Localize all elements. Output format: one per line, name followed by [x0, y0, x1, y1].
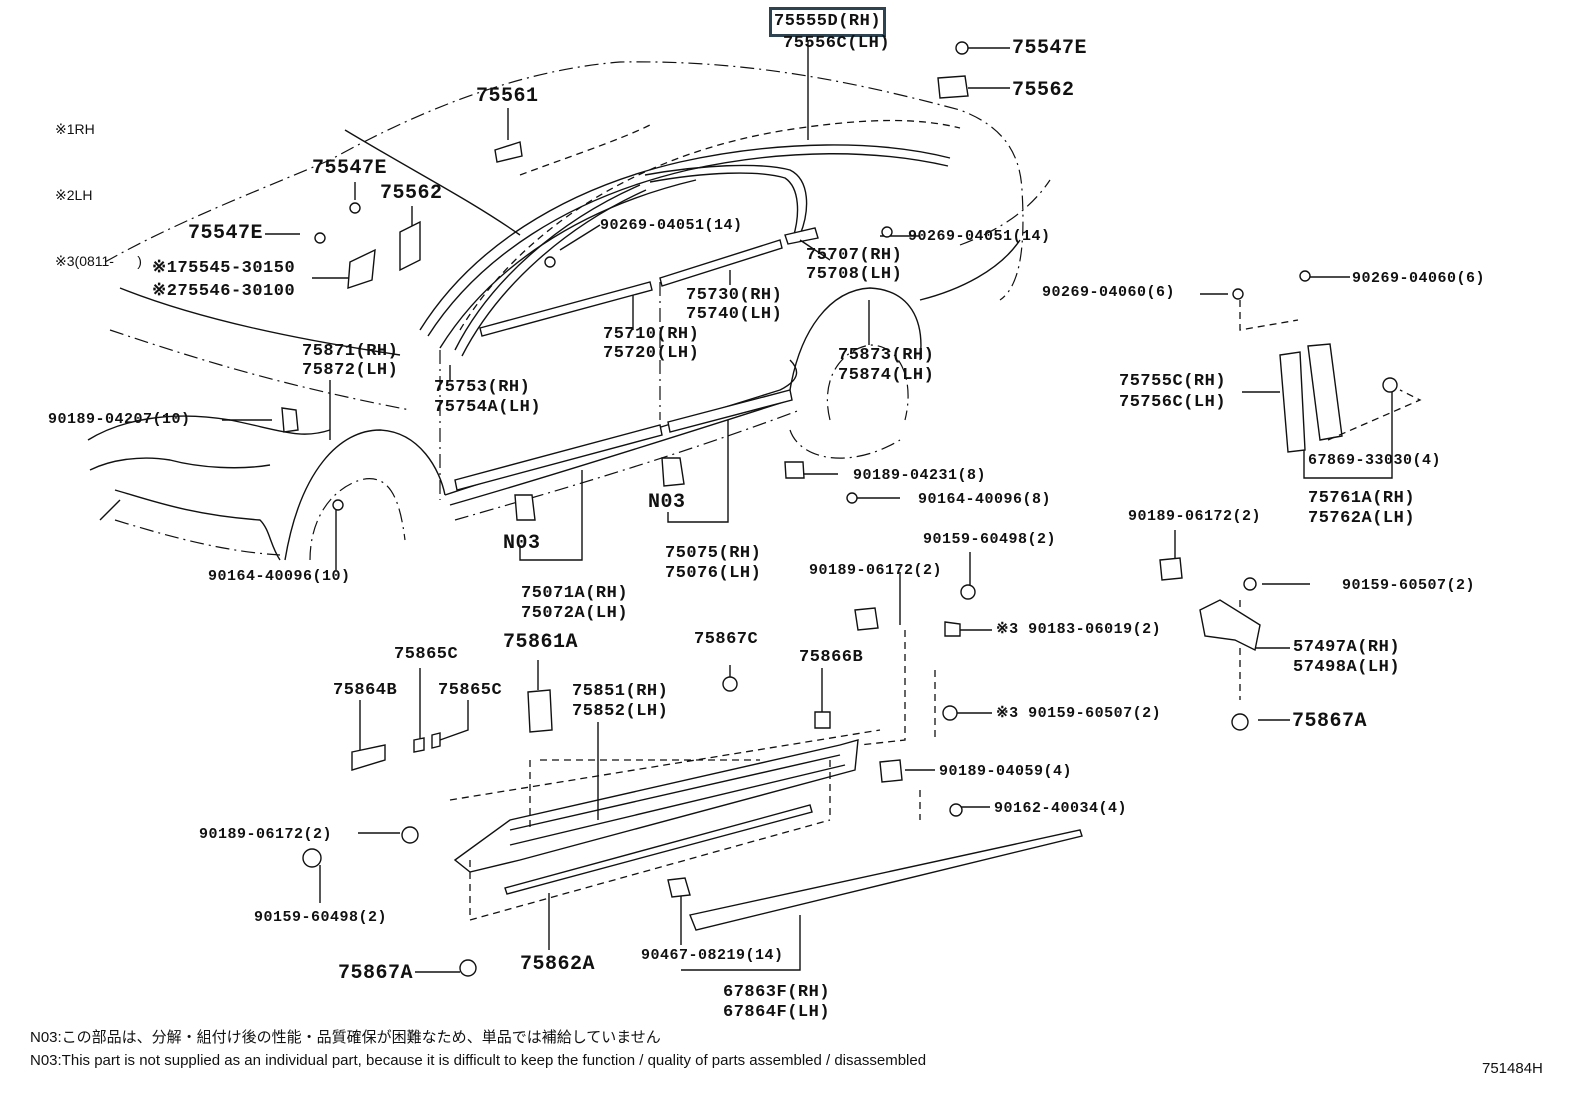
part-label-75867C[interactable]: 75867C: [694, 630, 759, 649]
part-label-90183-06019[interactable]: ※3 90183-06019(2): [996, 621, 1162, 638]
part-label-67863F[interactable]: 67863F(RH): [723, 983, 831, 1002]
part-label-75562-mid[interactable]: 75562: [380, 182, 443, 205]
fasteners-upper: [281, 41, 1422, 521]
part-label-90269-04060-a[interactable]: 90269-04060(6): [1042, 284, 1176, 301]
part-label-75753[interactable]: 75753(RH): [434, 378, 531, 397]
part-label-75555D[interactable]: 75555D(RH): [768, 7, 887, 37]
part-label-57497A[interactable]: 57497A(RH): [1293, 638, 1401, 657]
part-label-75851[interactable]: 75851(RH): [572, 682, 669, 701]
figure-id: 751484H: [1482, 1060, 1543, 1077]
part-label-90189-04231[interactable]: 90189-04231(8): [853, 467, 987, 484]
rocker-panel-assembly: [449, 600, 1241, 931]
part-label-90269-04051-b[interactable]: 90269-04051(14): [908, 228, 1051, 245]
part-label-90189-04059[interactable]: 90189-04059(4): [939, 763, 1073, 780]
part-label-90162-40034[interactable]: 90162-40034(4): [994, 800, 1128, 817]
part-label-75873[interactable]: 75873(RH): [838, 346, 935, 365]
part-label-90269-04060-b[interactable]: 90269-04060(6): [1352, 270, 1486, 287]
part-label-75720[interactable]: 75720(LH): [603, 344, 700, 363]
note-n03-english: N03:This part is not supplied as an indi…: [30, 1052, 927, 1069]
part-label-90467-08219[interactable]: 90467-08219(14): [641, 947, 784, 964]
part-label-75730[interactable]: 75730(RH): [686, 286, 783, 305]
part-label-75707[interactable]: 75707(RH): [806, 246, 903, 265]
part-label-90164-40096-8[interactable]: 90164-40096(8): [918, 491, 1052, 508]
legend-item-date-range: ※3(0811- ): [55, 253, 142, 269]
part-label-67864F[interactable]: 67864F(LH): [723, 1003, 831, 1022]
part-label-90164-40096-10[interactable]: 90164-40096(10): [208, 568, 351, 585]
note-n03-japanese: N03:この部品は、分解・組付け後の性能・品質確保が困難なため、単品では補給して…: [30, 1029, 661, 1046]
part-label-90189-06172-right[interactable]: 90189-06172(2): [1128, 508, 1262, 525]
part-label-75866B[interactable]: 75866B: [799, 648, 864, 667]
part-label-75710[interactable]: 75710(RH): [603, 325, 700, 344]
fasteners-lower: [302, 557, 1261, 977]
part-label-75562-top[interactable]: 75562: [1012, 79, 1075, 102]
legend: ※1RH ※2LH ※3(0811- ): [55, 74, 142, 294]
part-label-75862A[interactable]: 75862A: [520, 953, 596, 976]
part-label-75546-30100[interactable]: ※275546-30100: [152, 282, 296, 301]
part-label-75076[interactable]: 75076(LH): [665, 564, 762, 583]
part-label-75867A-right[interactable]: 75867A: [1292, 710, 1368, 733]
part-label-90269-04051-a[interactable]: 90269-04051(14): [600, 217, 743, 234]
part-label-75075[interactable]: 75075(RH): [665, 544, 762, 563]
part-label-90189-06172-mid[interactable]: 90189-06172(2): [809, 562, 943, 579]
part-label-75755C[interactable]: 75755C(RH): [1119, 372, 1227, 391]
part-label-75756C[interactable]: 75756C(LH): [1119, 393, 1227, 412]
part-label-75708[interactable]: 75708(LH): [806, 265, 903, 284]
part-label-75071A[interactable]: 75071A(RH): [521, 584, 629, 603]
part-label-75864B[interactable]: 75864B: [333, 681, 398, 700]
part-label-N03-a[interactable]: N03: [503, 532, 541, 555]
part-label-75547E-left[interactable]: 75547E: [188, 222, 264, 245]
door-window-moldings: [439, 164, 819, 500]
legend-item-lh: ※2LH: [55, 187, 93, 203]
part-label-75754A[interactable]: 75754A(LH): [434, 398, 542, 417]
part-label-90159-60507-mid[interactable]: ※3 90159-60507(2): [996, 705, 1162, 722]
part-label-90159-60498-left[interactable]: 90159-60498(2): [254, 909, 388, 926]
part-label-75762A[interactable]: 75762A(LH): [1308, 509, 1416, 528]
part-label-90189-04207[interactable]: 90189-04207(10): [48, 411, 191, 428]
part-label-75561[interactable]: 75561: [476, 85, 539, 108]
part-label-75861A[interactable]: 75861A: [503, 631, 579, 654]
part-label-75072A[interactable]: 75072A(LH): [521, 604, 629, 623]
part-label-N03-b[interactable]: N03: [648, 491, 686, 514]
leader-lines-lower: [319, 530, 1310, 973]
part-label-75865C-a[interactable]: 75865C: [394, 645, 459, 664]
leader-lines-upper: [222, 47, 1393, 570]
part-label-75761A[interactable]: 75761A(RH): [1308, 489, 1416, 508]
part-label-75740[interactable]: 75740(LH): [686, 305, 783, 324]
part-label-75865C-b[interactable]: 75865C: [438, 681, 503, 700]
part-label-75872[interactable]: 75872(LH): [302, 361, 399, 380]
part-label-90159-60498-right[interactable]: 90159-60498(2): [923, 531, 1057, 548]
part-label-75545-30150[interactable]: ※175545-30150: [152, 259, 296, 278]
part-label-75871[interactable]: 75871(RH): [302, 342, 399, 361]
part-label-75867A-left[interactable]: 75867A: [338, 962, 414, 985]
part-label-75874[interactable]: 75874(LH): [838, 366, 935, 385]
part-label-57498A[interactable]: 57498A(LH): [1293, 658, 1401, 677]
part-label-67869-33030[interactable]: 67869-33030(4): [1308, 452, 1442, 469]
part-label-90159-60507-right[interactable]: 90159-60507(2): [1342, 577, 1476, 594]
part-label-90189-06172-left[interactable]: 90189-06172(2): [199, 826, 333, 843]
legend-item-rh: ※1RH: [55, 121, 95, 137]
part-label-75547E-mid[interactable]: 75547E: [312, 157, 388, 180]
part-label-75547E-top[interactable]: 75547E: [1012, 37, 1088, 60]
part-label-75852[interactable]: 75852(LH): [572, 702, 669, 721]
part-label-75556C[interactable]: 75556C(LH): [783, 34, 891, 53]
